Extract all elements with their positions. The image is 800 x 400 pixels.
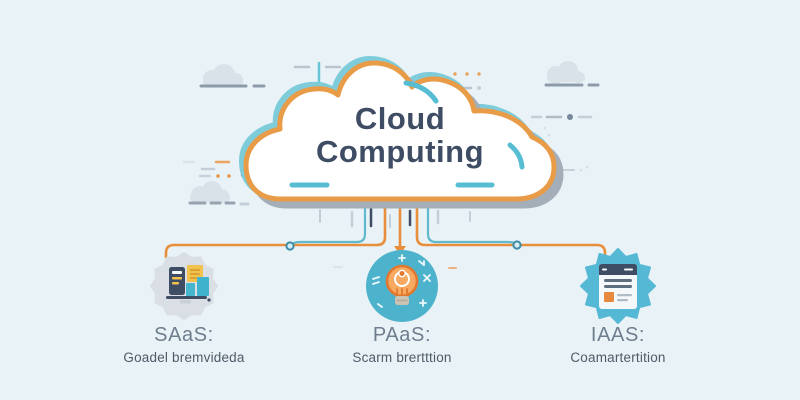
decor-cloud-top-left [199,64,266,88]
connectors [164,195,607,259]
service-iaas-description: Coamartertition [570,350,666,365]
service-paas-label: PAaS: [372,324,432,346]
connector-iaas [415,196,607,258]
cloud-icon [203,64,243,88]
underline-dashes [188,201,250,206]
connector-saas [164,196,387,259]
teal-line-left [289,205,367,247]
main-cloud [239,56,564,209]
decor-cluster-left [182,160,246,178]
cloud-accent-dashes [289,80,525,188]
service-iaas: IAAS: Coamartertition [538,248,698,365]
junction-node [285,241,295,251]
service-paas: PAaS: Scarm brertttion [322,250,482,365]
decor-cloud-top-right [544,61,600,87]
filament [396,288,408,298]
title-line-2: Computing [315,134,485,169]
cloud-body [243,60,557,202]
decor-vertical-dashes [319,206,471,269]
service-saas-description: Goadel bremvideda [123,350,245,365]
cloud-icon [190,181,230,204]
paas-icon-wrap [322,250,482,322]
decor-cloud-left [188,181,250,206]
cloud-title: Cloud Computing [280,102,520,168]
title-line-1: Cloud [354,101,446,136]
iaas-icon-wrap [538,248,698,324]
cloud-icon [547,61,585,84]
decorative-marks [372,254,431,308]
lightbulb-icon [366,250,438,322]
saas-icon-wrap [104,250,264,322]
junction-node [512,240,522,250]
service-paas-description: Scarm brertttion [352,350,452,365]
service-saas-label: SAaS: [154,324,214,346]
service-iaas-label: IAAS: [590,324,646,346]
document-server-icon [580,248,656,324]
decor-dash-dot-row [530,114,593,137]
devices-chart-icon [150,252,218,320]
service-saas: SAaS: Goadel bremvideda [104,250,264,365]
teal-line-right [426,205,518,247]
